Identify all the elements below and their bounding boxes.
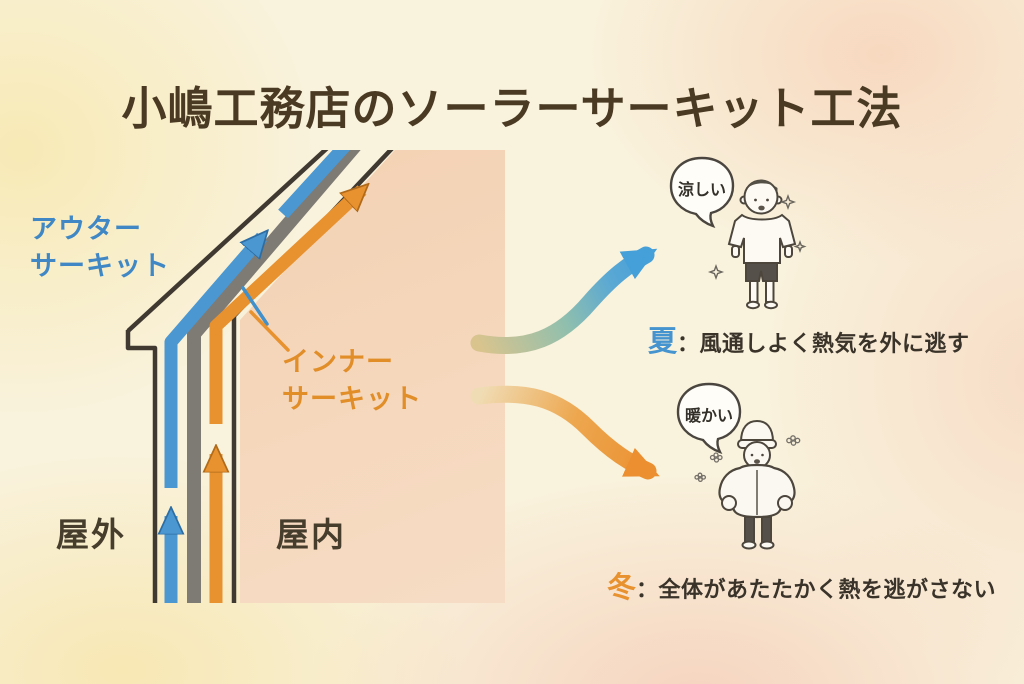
summer-bubble-text: 涼しい xyxy=(677,180,726,199)
summer-person-shirt xyxy=(727,213,797,264)
summer-person-hand-left xyxy=(731,245,740,258)
winter-colon: ： xyxy=(636,578,659,603)
inner-circuit-arrow-2 xyxy=(209,190,362,424)
outer-circuit-label-line1: アウター xyxy=(30,214,142,245)
sparkle-icon xyxy=(707,263,725,281)
summer-description: 風通しよく熱気を外に逃す xyxy=(699,332,970,357)
summer-person-leg-right xyxy=(765,280,775,303)
house-cross-section xyxy=(125,150,505,603)
summer-person xyxy=(727,179,797,310)
snow-icons xyxy=(694,435,801,483)
insulation-layer xyxy=(187,150,361,603)
summer-caption: 夏：風通しよく熱気を外に逃す xyxy=(648,318,970,360)
summer-person-foot-left xyxy=(746,300,760,310)
summer-colon: ： xyxy=(677,332,700,357)
sparkle-icon xyxy=(793,239,807,254)
page-title: 小嶋工務店のソーラーサーキット工法 xyxy=(121,82,903,135)
snow-icon xyxy=(786,435,801,446)
outer-circuit-arrows xyxy=(164,150,350,603)
winter-person-mitten-left xyxy=(721,495,737,511)
snow-icon xyxy=(709,452,723,463)
winter-season-label: 冬 xyxy=(607,570,637,604)
winter-person-mitten-right xyxy=(777,495,793,511)
sparkle-icon xyxy=(779,193,797,211)
winter-caption: 冬：全体があたたかく熱を逃がさない xyxy=(607,564,996,606)
snow-icon xyxy=(694,472,707,483)
indoor-area xyxy=(240,150,505,603)
summer-flow-arrow xyxy=(470,246,658,355)
summer-person-leg-left xyxy=(749,280,759,303)
outer-circuit-label-line2: サーキット xyxy=(30,251,170,282)
inner-circuit-label: インナー サーキット xyxy=(282,344,422,418)
winter-person xyxy=(718,419,796,550)
outer-circuit-arrow-3 xyxy=(278,150,350,219)
inner-circuit-arrows xyxy=(216,190,362,603)
indoor-label: 屋内 xyxy=(276,515,346,554)
sparkle-icons xyxy=(707,193,807,281)
winter-person-boot-left xyxy=(741,540,757,550)
winter-bubble-text: 暖かい xyxy=(684,406,733,425)
outer-circuit-pointer xyxy=(241,286,269,326)
inner-circuit-pointer xyxy=(249,310,290,352)
inner-circuit-label-line1: インナー xyxy=(282,347,394,378)
summer-person-hand-right xyxy=(784,245,793,258)
summer-person-mouth xyxy=(758,205,765,211)
inner-circuit-label-line2: サーキット xyxy=(282,384,422,415)
outer-circuit-arrow-2 xyxy=(164,237,262,488)
summer-person-foot-right xyxy=(764,300,778,310)
winter-person-hat xyxy=(739,419,775,443)
summer-person-hair xyxy=(745,179,778,194)
winter-person-pants-right xyxy=(761,516,772,543)
winter-person-boot-right xyxy=(759,540,775,550)
winter-flow-arrow xyxy=(470,385,660,480)
summer-speech-bubble xyxy=(669,156,735,229)
outer-wall-outline xyxy=(125,330,158,603)
outer-circuit-label: アウター サーキット xyxy=(30,211,170,285)
winter-description: 全体があたたかく熱を逃がさない xyxy=(658,578,997,603)
outdoor-label: 屋外 xyxy=(56,515,126,554)
winter-person-mouth xyxy=(754,459,760,464)
outer-roof-outline xyxy=(126,150,329,333)
winter-person-pants-left xyxy=(744,516,755,543)
summer-season-label: 夏 xyxy=(648,324,678,358)
winter-speech-bubble xyxy=(676,382,742,455)
summer-person-shorts xyxy=(745,262,778,282)
